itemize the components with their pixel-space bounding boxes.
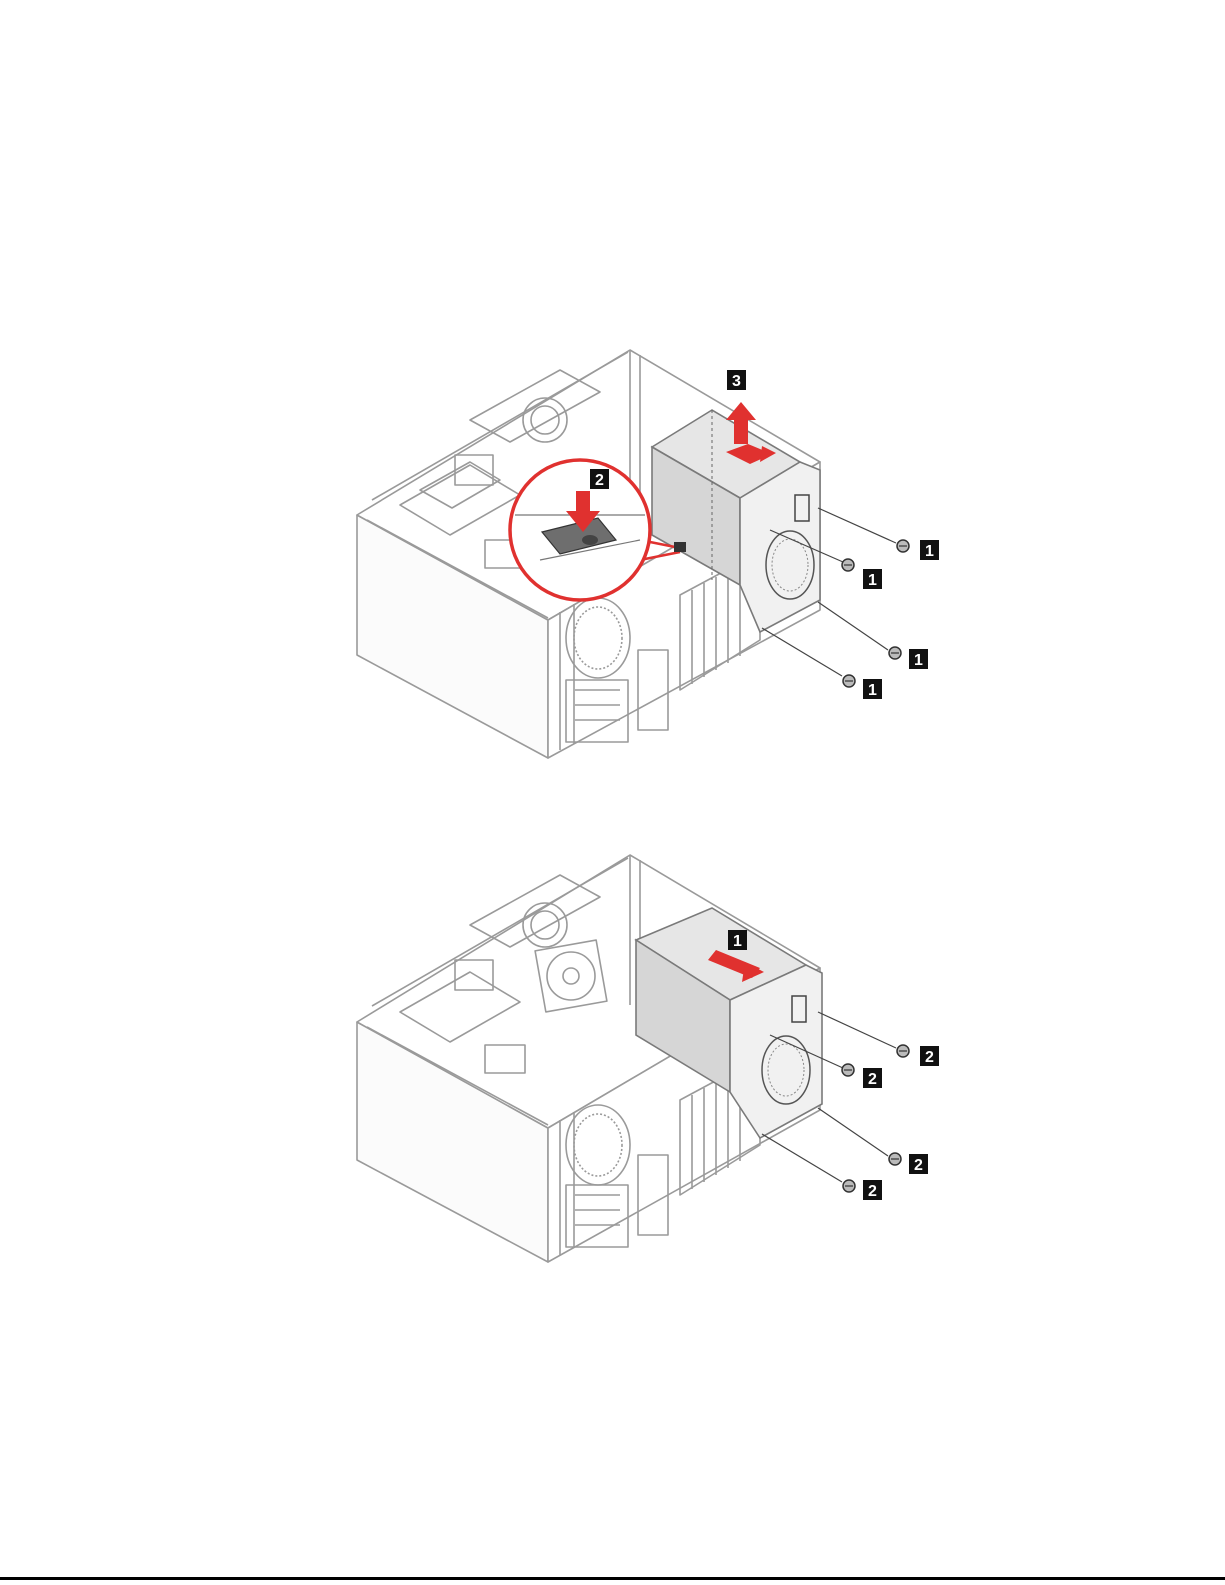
callout-badge-latch: 2 (590, 469, 609, 489)
svg-text:1: 1 (868, 572, 877, 589)
callout-badge-screw: 1 (909, 649, 928, 669)
callout-badge-lift: 3 (727, 370, 746, 390)
svg-text:2: 2 (868, 1071, 877, 1088)
screw-icon (842, 540, 909, 687)
svg-text:2: 2 (595, 472, 604, 489)
footer-rule (0, 1577, 1225, 1580)
callout-badge-screw: 1 (863, 679, 882, 699)
callout-badge-screw: 1 (863, 569, 882, 589)
callout-badge-screw: 2 (909, 1154, 928, 1174)
svg-text:3: 3 (732, 373, 741, 390)
illustration-install-power-supply: 1 2 2 2 2 (0, 840, 1225, 1290)
illustration-remove-power-supply: 3 2 1 1 1 1 (0, 300, 1225, 780)
svg-text:2: 2 (914, 1157, 923, 1174)
callout-badge-screw: 1 (920, 540, 939, 560)
screw-icon (842, 1045, 909, 1192)
svg-text:1: 1 (914, 652, 923, 669)
callout-badge-screw: 2 (920, 1046, 939, 1066)
svg-text:1: 1 (868, 682, 877, 699)
svg-text:2: 2 (925, 1049, 934, 1066)
svg-text:2: 2 (868, 1183, 877, 1200)
svg-text:1: 1 (733, 933, 742, 950)
callout-badge-screw: 2 (863, 1180, 882, 1200)
remove-diagram: 3 2 1 1 1 1 (0, 300, 1225, 780)
callout-badge-screw: 2 (863, 1068, 882, 1088)
svg-text:1: 1 (925, 543, 934, 560)
install-diagram: 1 2 2 2 2 (0, 840, 1225, 1290)
callout-badge-slide: 1 (728, 930, 747, 950)
